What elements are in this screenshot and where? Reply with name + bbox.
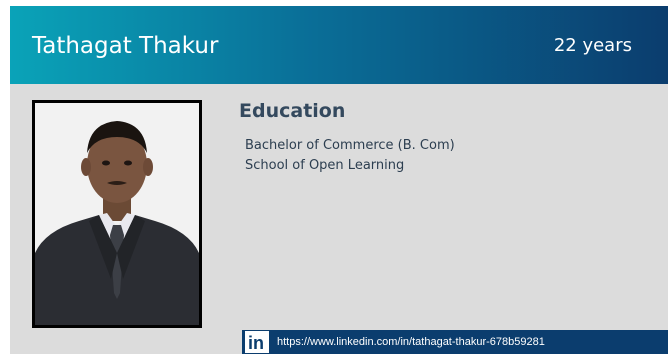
person-portrait-image bbox=[35, 103, 199, 325]
profile-photo bbox=[32, 100, 202, 328]
profile-card: Tathagat Thakur 22 years bbox=[10, 6, 668, 354]
profile-age: 22 years bbox=[553, 35, 632, 56]
profile-header: Tathagat Thakur 22 years bbox=[10, 6, 668, 84]
linkedin-link[interactable]: in https://www.linkedin.com/in/tathagat-… bbox=[242, 330, 668, 354]
profile-name: Tathagat Thakur bbox=[32, 33, 219, 59]
linkedin-url[interactable]: https://www.linkedin.com/in/tathagat-tha… bbox=[277, 336, 545, 348]
education-details: Bachelor of Commerce (B. Com) School of … bbox=[245, 136, 455, 176]
linkedin-icon: in bbox=[245, 331, 269, 353]
education-school: School of Open Learning bbox=[245, 158, 405, 173]
education-heading: Education bbox=[239, 100, 346, 122]
education-degree: Bachelor of Commerce (B. Com) bbox=[245, 138, 455, 153]
svg-text:in: in bbox=[248, 333, 264, 351]
